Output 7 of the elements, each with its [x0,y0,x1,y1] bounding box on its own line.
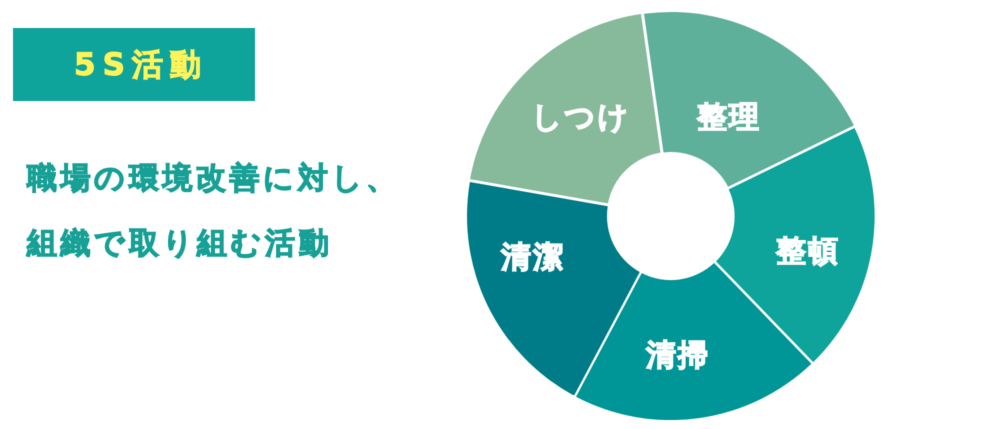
segment-label: しつけ [530,100,630,136]
segment-label: 清掃 [644,338,710,374]
segment-label: 整理 [696,100,761,136]
title-banner: 5S活動 [13,28,255,101]
segment-label: 清潔 [500,240,565,276]
description-text: 職場の環境改善に対し、組織で取り組む活動 [27,160,401,263]
segment-label: 整頓 [774,234,840,270]
